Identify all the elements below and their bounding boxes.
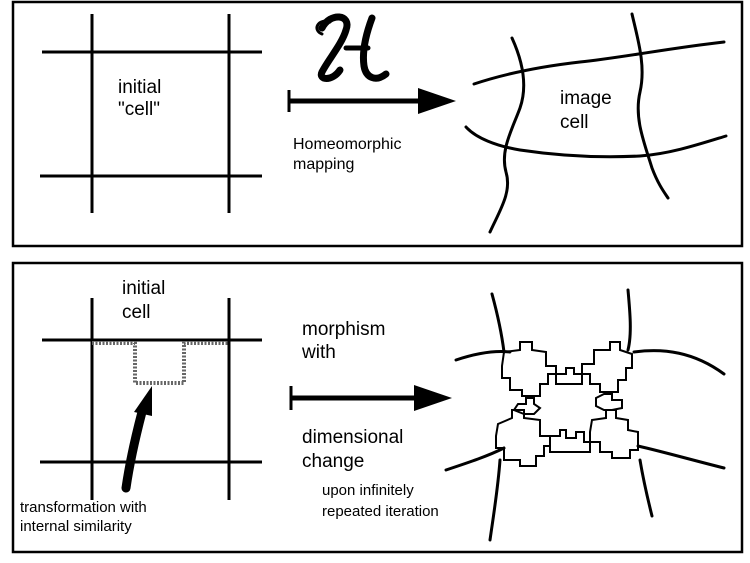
transformation-label-2: internal similarity [20, 518, 132, 535]
morphism-label-2: with [301, 342, 336, 363]
pointer-arrow [121, 386, 152, 493]
mapping-label-2: mapping [293, 156, 354, 173]
top-initial-label-2: "cell" [118, 99, 160, 120]
script-h-symbol [315, 13, 390, 82]
generator-dotted-path [92, 341, 229, 385]
iteration-label-2: repeated iteration [322, 503, 439, 520]
fractal-image-cell [444, 288, 726, 542]
image-cell-label-2: cell [560, 112, 589, 133]
dimensional-label-2: change [302, 451, 364, 472]
top-arrow [287, 88, 456, 114]
top-panel-frame [11, 0, 744, 248]
iteration-label-1: upon infinitely [322, 482, 414, 499]
bottom-initial-grid [40, 298, 262, 500]
top-initial-grid [40, 14, 262, 213]
top-initial-label-1: initial [118, 77, 161, 98]
top-image-cell [464, 12, 728, 234]
bottom-initial-label-2: cell [122, 302, 151, 323]
bottom-arrow [289, 385, 452, 411]
dimensional-label-1: dimensional [302, 427, 403, 448]
morphism-label-1: morphism [302, 319, 385, 340]
image-cell-label-1: image [560, 88, 612, 109]
transformation-label-1: transformation with [20, 499, 147, 516]
bottom-panel-frame [11, 261, 744, 554]
bottom-initial-label-1: initial [122, 278, 165, 299]
mapping-label-1: Homeomorphic [293, 136, 401, 153]
